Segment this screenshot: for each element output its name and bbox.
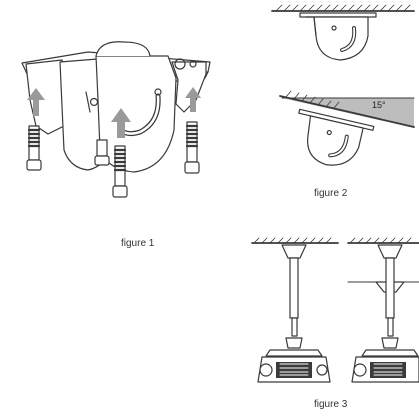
bolt-2 — [95, 140, 109, 165]
pivot-hole-left — [91, 99, 98, 106]
top-tab — [96, 42, 150, 56]
extension-pole-inner — [292, 318, 297, 336]
mount-plate — [362, 350, 418, 356]
extension-pole-outer — [290, 258, 298, 318]
bolt-4 — [185, 122, 199, 173]
arrow-up-icon — [111, 108, 131, 138]
figure-3-caption: figure 3 — [314, 399, 348, 410]
arrow-up-icon — [185, 87, 201, 112]
bolt-hole-small — [190, 61, 196, 67]
pivot-hole — [332, 26, 336, 30]
pivot-hole — [155, 89, 161, 95]
hinge-plate-front — [96, 56, 176, 172]
ceiling-hatch — [276, 5, 410, 11]
ceiling-mount — [378, 245, 402, 258]
sloped-ceiling-hatch — [286, 91, 339, 108]
arrow-up-icon — [27, 88, 45, 116]
bracket-right-arm — [172, 62, 206, 112]
bolt-3 — [113, 146, 127, 197]
extension-pole-inner — [388, 318, 393, 336]
mount-plate — [266, 350, 322, 356]
slot-line — [86, 92, 90, 112]
bolt-1 — [27, 126, 41, 170]
figure-1-caption: figure 1 — [121, 238, 155, 249]
ceiling-plate — [300, 13, 376, 17]
tilt-joint — [382, 338, 398, 348]
ceiling-mount — [282, 245, 306, 258]
projector-right — [352, 357, 419, 382]
figure-2-caption: figure 2 — [314, 188, 348, 199]
insert-arrows — [27, 87, 201, 138]
projector-left — [258, 357, 330, 382]
tilt-joint — [286, 338, 302, 348]
ceiling-hatch — [254, 238, 331, 243]
figure-1-drawing — [22, 42, 210, 197]
extension-pole-outer — [386, 258, 394, 318]
hinge-plate-straight — [314, 17, 368, 60]
tilted-bracket — [289, 109, 374, 173]
ceiling-hatch — [350, 238, 411, 243]
angle-wedge — [282, 98, 414, 128]
angle-label: 15° — [372, 100, 386, 110]
bolt-hole — [175, 59, 185, 69]
figure-2-drawing — [272, 5, 414, 173]
figure-3-drawing — [252, 238, 419, 382]
bracket-side — [306, 17, 316, 36]
